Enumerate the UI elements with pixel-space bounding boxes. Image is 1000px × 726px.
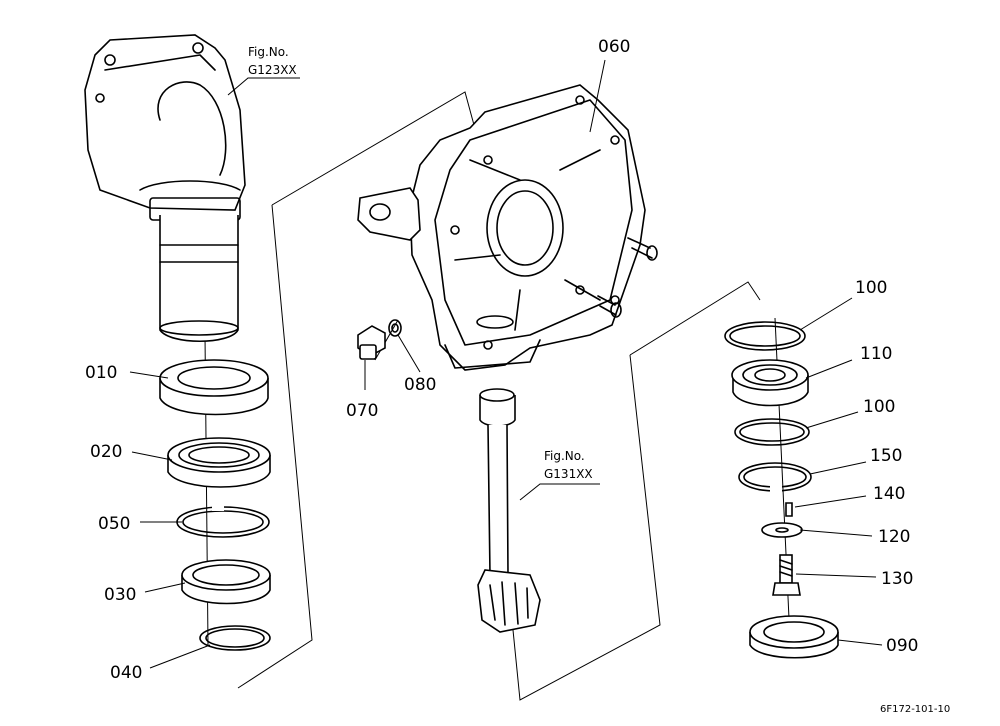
callout-150: 150: [870, 446, 902, 466]
callout-060: 060: [598, 37, 630, 57]
callout-040: 040: [110, 663, 142, 683]
part-120-washer: [761, 522, 803, 538]
callout-110: 110: [860, 344, 892, 364]
callout-100-upper: 100: [855, 278, 887, 298]
callout-100-lower: 100: [863, 397, 895, 417]
leader-lines: [129, 59, 883, 669]
upper-gear-housing: [84, 34, 246, 343]
part-020-bearing: [167, 437, 271, 488]
part-130-bolt: [772, 554, 801, 596]
fig-ref-lower-label: Fig.No.: [544, 449, 585, 463]
part-110-bearing: [731, 359, 809, 407]
callout-020: 020: [90, 442, 122, 462]
lower-pinion-shaft: [477, 388, 541, 633]
part-030-bearing: [181, 559, 271, 605]
callout-050: 050: [98, 514, 130, 534]
callout-070: 070: [346, 401, 378, 421]
part-150-snap-ring: [738, 462, 812, 493]
callout-130: 130: [881, 569, 913, 589]
part-050-snap-ring: [176, 503, 270, 538]
part-060-gear-case: [357, 84, 658, 371]
part-070-drain-plug: [357, 325, 386, 360]
drawing-code: 6F172-101-10: [880, 704, 950, 715]
callout-090: 090: [886, 636, 918, 656]
callout-080: 080: [404, 375, 436, 395]
part-140-pin: [785, 502, 793, 517]
fig-ref-upper-label: Fig.No.: [248, 45, 289, 59]
fig-ref-lower-number: G131XX: [544, 467, 593, 481]
callout-140: 140: [873, 484, 905, 504]
part-100-snap-ring-upper: [724, 321, 806, 351]
callout-010: 010: [85, 363, 117, 383]
part-040-snap-ring: [199, 625, 271, 651]
figure-ref-lower: Fig.No. G131XX: [544, 449, 593, 481]
part-080-washer: [388, 319, 402, 337]
part-090-cap: [749, 615, 839, 659]
part-100-snap-ring-lower: [734, 418, 810, 446]
figure-ref-upper: Fig.No. G123XX: [248, 45, 297, 77]
callout-030: 030: [104, 585, 136, 605]
callout-120: 120: [878, 527, 910, 547]
callout-labels: 060 010 020 050 030 040 070 080 100 110 …: [85, 37, 918, 683]
fig-ref-upper-number: G123XX: [248, 63, 297, 77]
part-010-oil-seal: [159, 359, 269, 416]
